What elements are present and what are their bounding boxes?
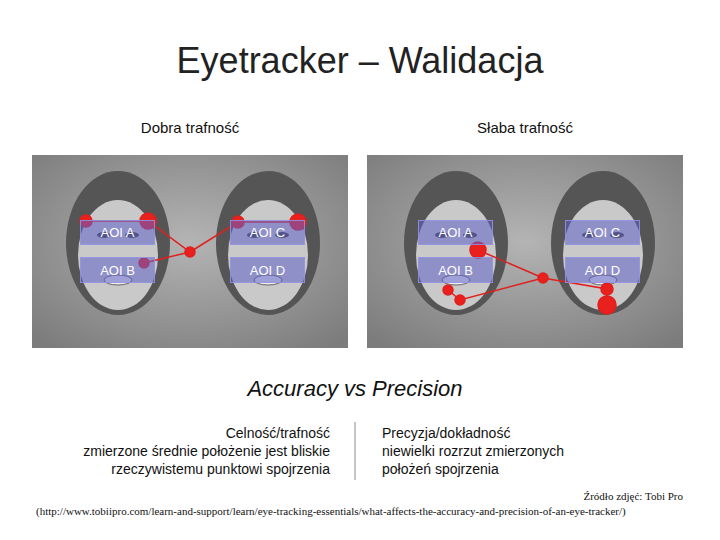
aoi-label: AOI C — [250, 226, 285, 239]
face-photo — [32, 155, 348, 348]
aoi-band: AOI C — [230, 220, 305, 245]
aoi-band: AOI A — [80, 220, 155, 245]
divider-line — [355, 422, 356, 480]
section-heading: Accuracy vs Precision — [0, 376, 710, 402]
aoi-band: AOI D — [230, 257, 305, 283]
panel-heading: Słaba trafność — [367, 119, 683, 136]
aoi-band: AOI B — [80, 257, 155, 283]
aoi-band: AOI D — [565, 257, 640, 283]
term-heading: Precyzja/dokładność — [382, 424, 622, 442]
aoi-label: AOI A — [439, 226, 473, 239]
source-url: (http://www.tobiipro.com/learn-and-suppo… — [36, 505, 626, 517]
aoi-band: AOI C — [565, 220, 640, 245]
aoi-label: AOI B — [100, 264, 135, 277]
aoi-label: AOI C — [585, 226, 620, 239]
term-heading: Celność/trafność — [30, 424, 330, 442]
panel-heading: Dobra trafność — [32, 119, 348, 136]
definition-text: niewielki rozrzut zmierzonych położeń sp… — [382, 442, 612, 478]
aoi-label: AOI D — [250, 264, 285, 277]
image-panel: Słaba trafnośćAOI AAOI CAOI BAOI D — [367, 155, 683, 348]
slide-title: Eyetracker – Walidacja — [0, 40, 720, 82]
face-photo — [367, 155, 683, 348]
definition-text: zmierzone średnie położenie jest bliskie… — [30, 442, 330, 478]
aoi-label: AOI B — [438, 264, 473, 277]
source-note: Źródło zdjęć: Tobi Pro — [583, 490, 683, 502]
image-panel: Dobra trafnośćAOI AAOI CAOI BAOI D — [32, 155, 348, 348]
aoi-label: AOI D — [585, 264, 620, 277]
aoi-band: AOI A — [418, 220, 493, 245]
aoi-band: AOI B — [418, 257, 493, 283]
aoi-label: AOI A — [101, 226, 135, 239]
